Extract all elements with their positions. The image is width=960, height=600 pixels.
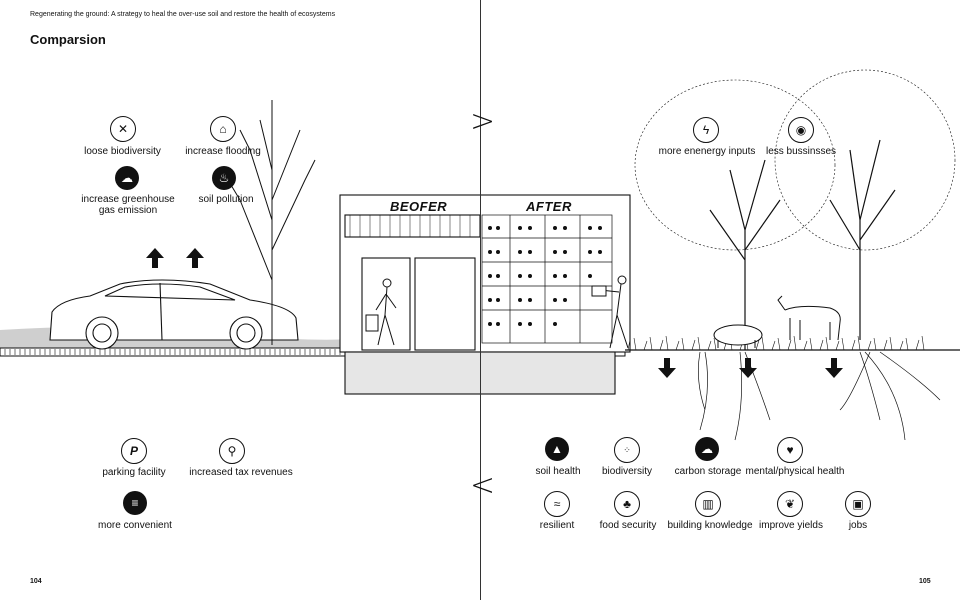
book-icon: ▥ bbox=[695, 491, 721, 517]
benefit-label: biodiversity bbox=[601, 466, 653, 477]
shopper-figure bbox=[365, 278, 397, 346]
benefit-label: soil health bbox=[535, 466, 581, 477]
sprout-icon: ❦ bbox=[777, 491, 803, 517]
section-title: Comparsion bbox=[30, 32, 106, 47]
bare-tree-left bbox=[224, 100, 316, 345]
page-spine bbox=[480, 0, 481, 600]
car-illustration bbox=[49, 279, 299, 350]
stack-icon: ≡ bbox=[123, 491, 147, 515]
positive-label: more convenient bbox=[98, 520, 172, 531]
running-header: Regenerating the ground: A strategy to h… bbox=[30, 11, 336, 18]
grass bbox=[627, 335, 925, 351]
negative-label: increase flooding bbox=[185, 146, 261, 157]
waves-icon: ≈ bbox=[544, 491, 570, 517]
spray-bottle-icon: ♨ bbox=[212, 166, 236, 190]
broccoli-icon: ♣ bbox=[614, 491, 640, 517]
down-arrows bbox=[658, 358, 843, 378]
farmer-figure bbox=[591, 275, 629, 349]
negative-label: loose biodiversity bbox=[84, 146, 161, 157]
positive-label: parking facility bbox=[102, 467, 166, 478]
cloud-icon: ☁ bbox=[695, 437, 719, 461]
dots-icon: ⁘ bbox=[614, 437, 640, 463]
pavement-hatch bbox=[4, 349, 341, 355]
benefit-label: improve yields bbox=[759, 520, 823, 531]
pig bbox=[713, 324, 763, 348]
parking-icon: P bbox=[121, 438, 147, 464]
up-arrows bbox=[146, 248, 204, 268]
plant-dots bbox=[488, 226, 602, 326]
benefit-label: jobs bbox=[848, 520, 868, 531]
negative-label: increase greenhouse gas emission bbox=[81, 194, 175, 216]
soil-mound-icon: ▲ bbox=[545, 437, 569, 461]
before-label: BEOFER bbox=[390, 199, 448, 214]
benefit-label: building knowledge bbox=[667, 520, 753, 531]
after-label: AFTER bbox=[526, 199, 572, 214]
top-item-label: less bussinsses bbox=[765, 146, 837, 157]
page-number-left: 104 bbox=[30, 578, 42, 585]
store-grid-lines bbox=[349, 215, 471, 237]
benefit-label: food security bbox=[599, 520, 657, 531]
benefit-label: mental/physical health bbox=[745, 466, 845, 477]
roots bbox=[698, 351, 941, 441]
donut-icon: ◉ bbox=[788, 117, 814, 143]
cloud-emission-icon: ☁ bbox=[115, 166, 139, 190]
prev-chevron-icon[interactable]: < bbox=[470, 468, 496, 503]
positive-label: increased tax revenues bbox=[189, 467, 293, 478]
page-number-right: 105 bbox=[919, 578, 931, 585]
store-building bbox=[339, 194, 631, 395]
x-circle-icon: ✕ bbox=[110, 116, 136, 142]
magnifier-icon: ⚲ bbox=[219, 438, 245, 464]
heart-icon: ♥ bbox=[777, 437, 803, 463]
lightning-icon: ϟ bbox=[693, 117, 719, 143]
farm-shelves bbox=[481, 214, 613, 344]
negative-label: soil pollution bbox=[198, 194, 254, 205]
benefit-label: carbon storage bbox=[674, 466, 742, 477]
goat bbox=[777, 295, 841, 341]
tree-right-2 bbox=[774, 69, 956, 340]
top-item-label: more enenergy inputs bbox=[658, 146, 756, 157]
next-chevron-icon[interactable]: > bbox=[470, 104, 496, 139]
tree-right-1 bbox=[634, 79, 836, 350]
briefcase-icon: ▣ bbox=[845, 491, 871, 517]
house-flood-icon: ⌂ bbox=[210, 116, 236, 142]
benefit-label: resilient bbox=[539, 520, 575, 531]
